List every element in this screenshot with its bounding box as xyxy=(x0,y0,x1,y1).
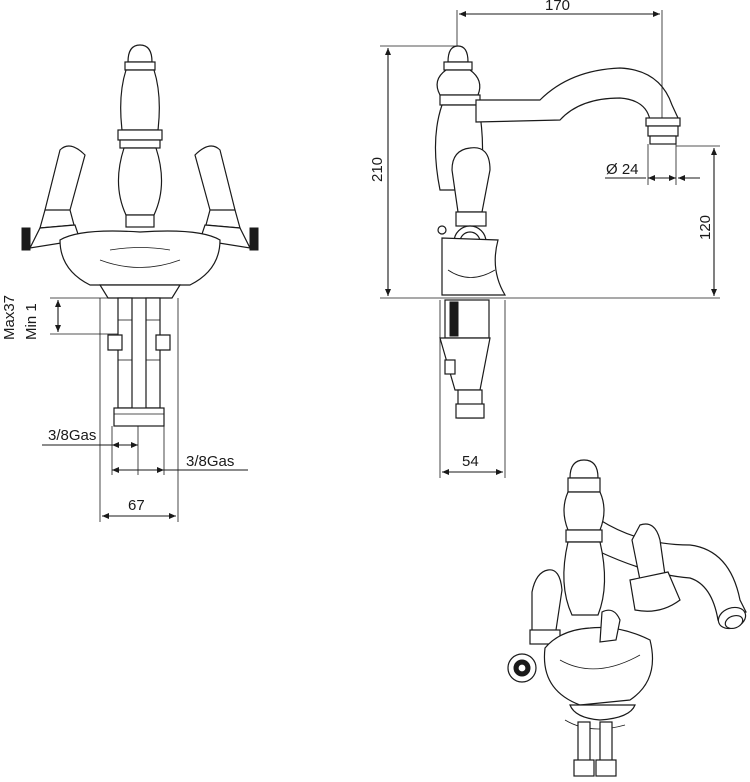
front-view xyxy=(21,44,259,427)
side-view xyxy=(434,45,681,419)
deck-min-label: Min 1 xyxy=(23,303,40,340)
base-width-label: 67 xyxy=(128,497,145,514)
deck-max-label: Max37 xyxy=(1,295,18,340)
inlet-right-label: 3/8Gas xyxy=(186,453,234,470)
spout-height-label: 120 xyxy=(697,215,714,240)
base-depth-label: 54 xyxy=(462,453,479,470)
front-dimensions: Max37 Min 1 3/8Gas 3/8Gas 67 xyxy=(1,295,248,522)
inlet-left-label: 3/8Gas xyxy=(48,427,96,444)
spout-diameter-label: Ø 24 xyxy=(606,161,639,178)
isometric-view xyxy=(507,459,747,777)
side-dimensions: 170 210 Ø 24 120 54 xyxy=(369,0,720,478)
total-height-label: 210 xyxy=(369,157,386,182)
spout-reach-label: 170 xyxy=(545,0,570,14)
